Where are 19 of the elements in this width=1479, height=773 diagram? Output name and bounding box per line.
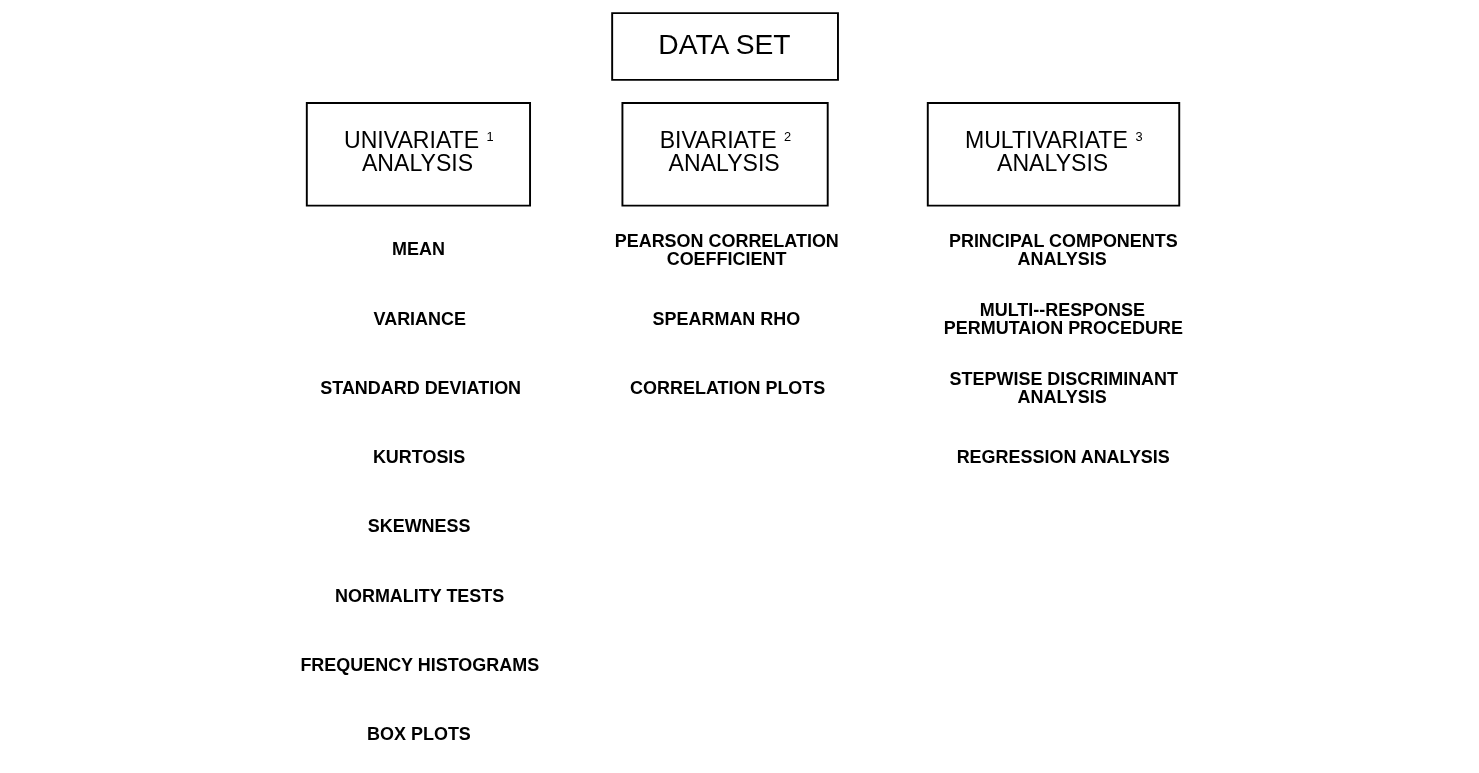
label: CORRELATION PLOTS <box>630 377 826 398</box>
node-box: UNIVARIATE $^{1}$ ANALYSIS <box>305 102 531 207</box>
label: MEAN <box>392 239 445 260</box>
label: PRINCIPAL COMPONENTS ANALYSIS <box>948 230 1178 269</box>
label: SPEARMAN RHO <box>652 308 801 329</box>
label: FREQUENCY HISTOGRAMS <box>300 654 540 675</box>
label: MULTI--RESPONSE PERMUTAION PROCEDURE <box>943 300 1183 339</box>
label: REGRESSION ANALYSIS <box>956 447 1170 468</box>
label: BOX PLOTS <box>367 724 471 745</box>
label: NORMALITY TESTS <box>335 585 505 606</box>
label: STEPWISE DISCRIMINANT ANALYSIS <box>949 369 1179 408</box>
label: PEARSON CORRELATION COEFFICIENT <box>614 230 839 269</box>
label: STANDARD DEVIATION <box>320 377 522 398</box>
label: SKEWNESS <box>367 516 471 537</box>
label: KURTOSIS <box>372 447 466 468</box>
node-box: BIVARIATE $^{2}$ ANALYSIS <box>621 102 829 207</box>
node-box: MULTIVARIATE $^{3}$ ANALYSIS <box>926 102 1181 207</box>
label: VARIANCE <box>373 308 466 329</box>
node-box: DATA SET <box>611 12 839 81</box>
